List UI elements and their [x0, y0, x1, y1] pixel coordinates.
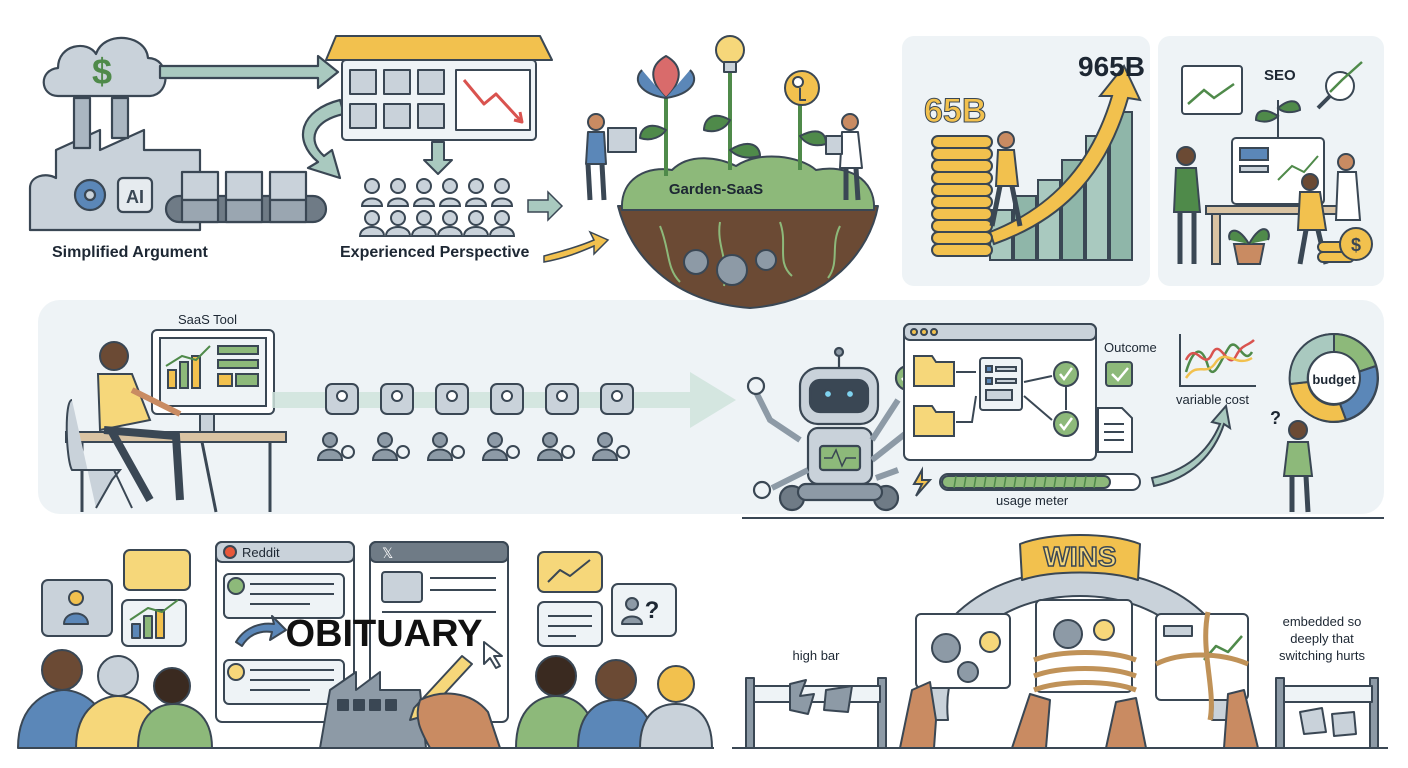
robot-icon [742, 346, 1384, 519]
arrow-cloud-to-shop [158, 54, 340, 90]
shop-awning-icon [325, 35, 553, 61]
garden-label: Garden-SaaS [669, 181, 763, 198]
cursor-icon [483, 641, 503, 669]
chimney-2 [110, 96, 130, 140]
wins-card-center [1035, 599, 1133, 693]
coin-stack-icon [931, 135, 993, 257]
growth-arrow-icon [988, 64, 1142, 246]
budget-label: budget [1312, 372, 1356, 387]
market-illustration [931, 64, 1142, 261]
line-chart-icon [1179, 334, 1256, 387]
rope-icon [1033, 650, 1137, 693]
puzzled-person [1282, 420, 1314, 513]
gardener-right [825, 113, 863, 201]
office-chair [65, 399, 133, 509]
usage-meter [912, 403, 1232, 497]
reddit-icon [223, 545, 237, 559]
arrow-curve-to-crowd [301, 98, 346, 180]
embedded-line-3: switching hurts [1279, 648, 1365, 663]
obituary-headline: OBITUARY [285, 613, 482, 655]
folder-icon [913, 355, 955, 387]
factory-icon [28, 128, 202, 232]
seo-coin-dollar: $ [1351, 235, 1361, 255]
lightbulb-icon [715, 35, 745, 65]
bubble-question-mark: ? [645, 597, 660, 624]
wins-scene [732, 534, 1388, 749]
saas-tool-label: SaaS Tool [178, 312, 237, 327]
market-small-value: 65B [924, 92, 986, 130]
broken-barrier-right [1275, 677, 1379, 749]
obituary-scene [17, 541, 714, 749]
garden-grass [620, 155, 876, 211]
seo-browser-card [1181, 65, 1243, 115]
arrow-shop-to-crowd [423, 141, 453, 175]
saas-worker [96, 341, 184, 502]
wins-banner-text: WINS [1043, 541, 1116, 572]
document-icon [1097, 407, 1133, 453]
experienced-perspective-caption: Experienced Perspective [340, 244, 530, 261]
seo-illustration [1172, 61, 1373, 265]
reddit-label: Reddit [242, 545, 280, 560]
saas-tool-scene [65, 329, 287, 513]
embedded-line-1: embedded so [1283, 614, 1362, 629]
outcome-label: Outcome [1104, 340, 1157, 355]
seo-coin-stack [1317, 227, 1373, 263]
workflow-window [903, 323, 1133, 461]
people-group-icon [358, 178, 516, 237]
seo-person-right [1296, 153, 1362, 265]
high-bar-label: high bar [793, 648, 841, 663]
magnifier-icon [1325, 71, 1355, 101]
market-large-value: 965B [1078, 51, 1145, 82]
conveyor-icon [164, 170, 328, 224]
ai-chip-icon [116, 176, 154, 214]
seo-potted-plant [1232, 243, 1266, 265]
seo-label: SEO [1264, 67, 1296, 84]
arrow-crowd-to-garden [527, 190, 564, 222]
seo-plant [1254, 100, 1302, 140]
gardener-left [585, 113, 637, 201]
flower-icon [652, 55, 680, 99]
speech-bubble-icon [41, 579, 113, 637]
hands-icon [899, 681, 1259, 749]
broken-barrier-icon [745, 677, 887, 749]
puzzled-question-mark: ? [1270, 408, 1281, 428]
down-trend-icon [462, 79, 522, 122]
simplified-argument-caption: Simplified Argument [52, 244, 209, 261]
cost-arrow [1150, 403, 1232, 488]
user-seat-row [316, 383, 634, 461]
arrow-perspective-to-garden [543, 230, 610, 263]
donut-chart-icon [1288, 332, 1379, 423]
swoosh-arrow [235, 615, 287, 647]
garden-soil [617, 205, 879, 309]
pushing-person [989, 131, 1023, 227]
embedded-line-2: deeply that [1290, 631, 1354, 646]
x-logo: 𝕏 [382, 546, 393, 562]
usage-meter-label: usage meter [996, 493, 1069, 508]
variable-cost-label: variable cost [1176, 392, 1249, 407]
chimney-1 [72, 96, 92, 150]
wins-banner [1019, 534, 1141, 581]
cloud-dollar-glyph: $ [92, 51, 112, 92]
seo-person-left [1172, 146, 1202, 264]
ai-badge-text: AI [126, 187, 144, 207]
lightning-icon [912, 466, 933, 497]
factory-scene [28, 36, 346, 232]
storefront [325, 35, 553, 175]
garden-scene [585, 35, 879, 309]
